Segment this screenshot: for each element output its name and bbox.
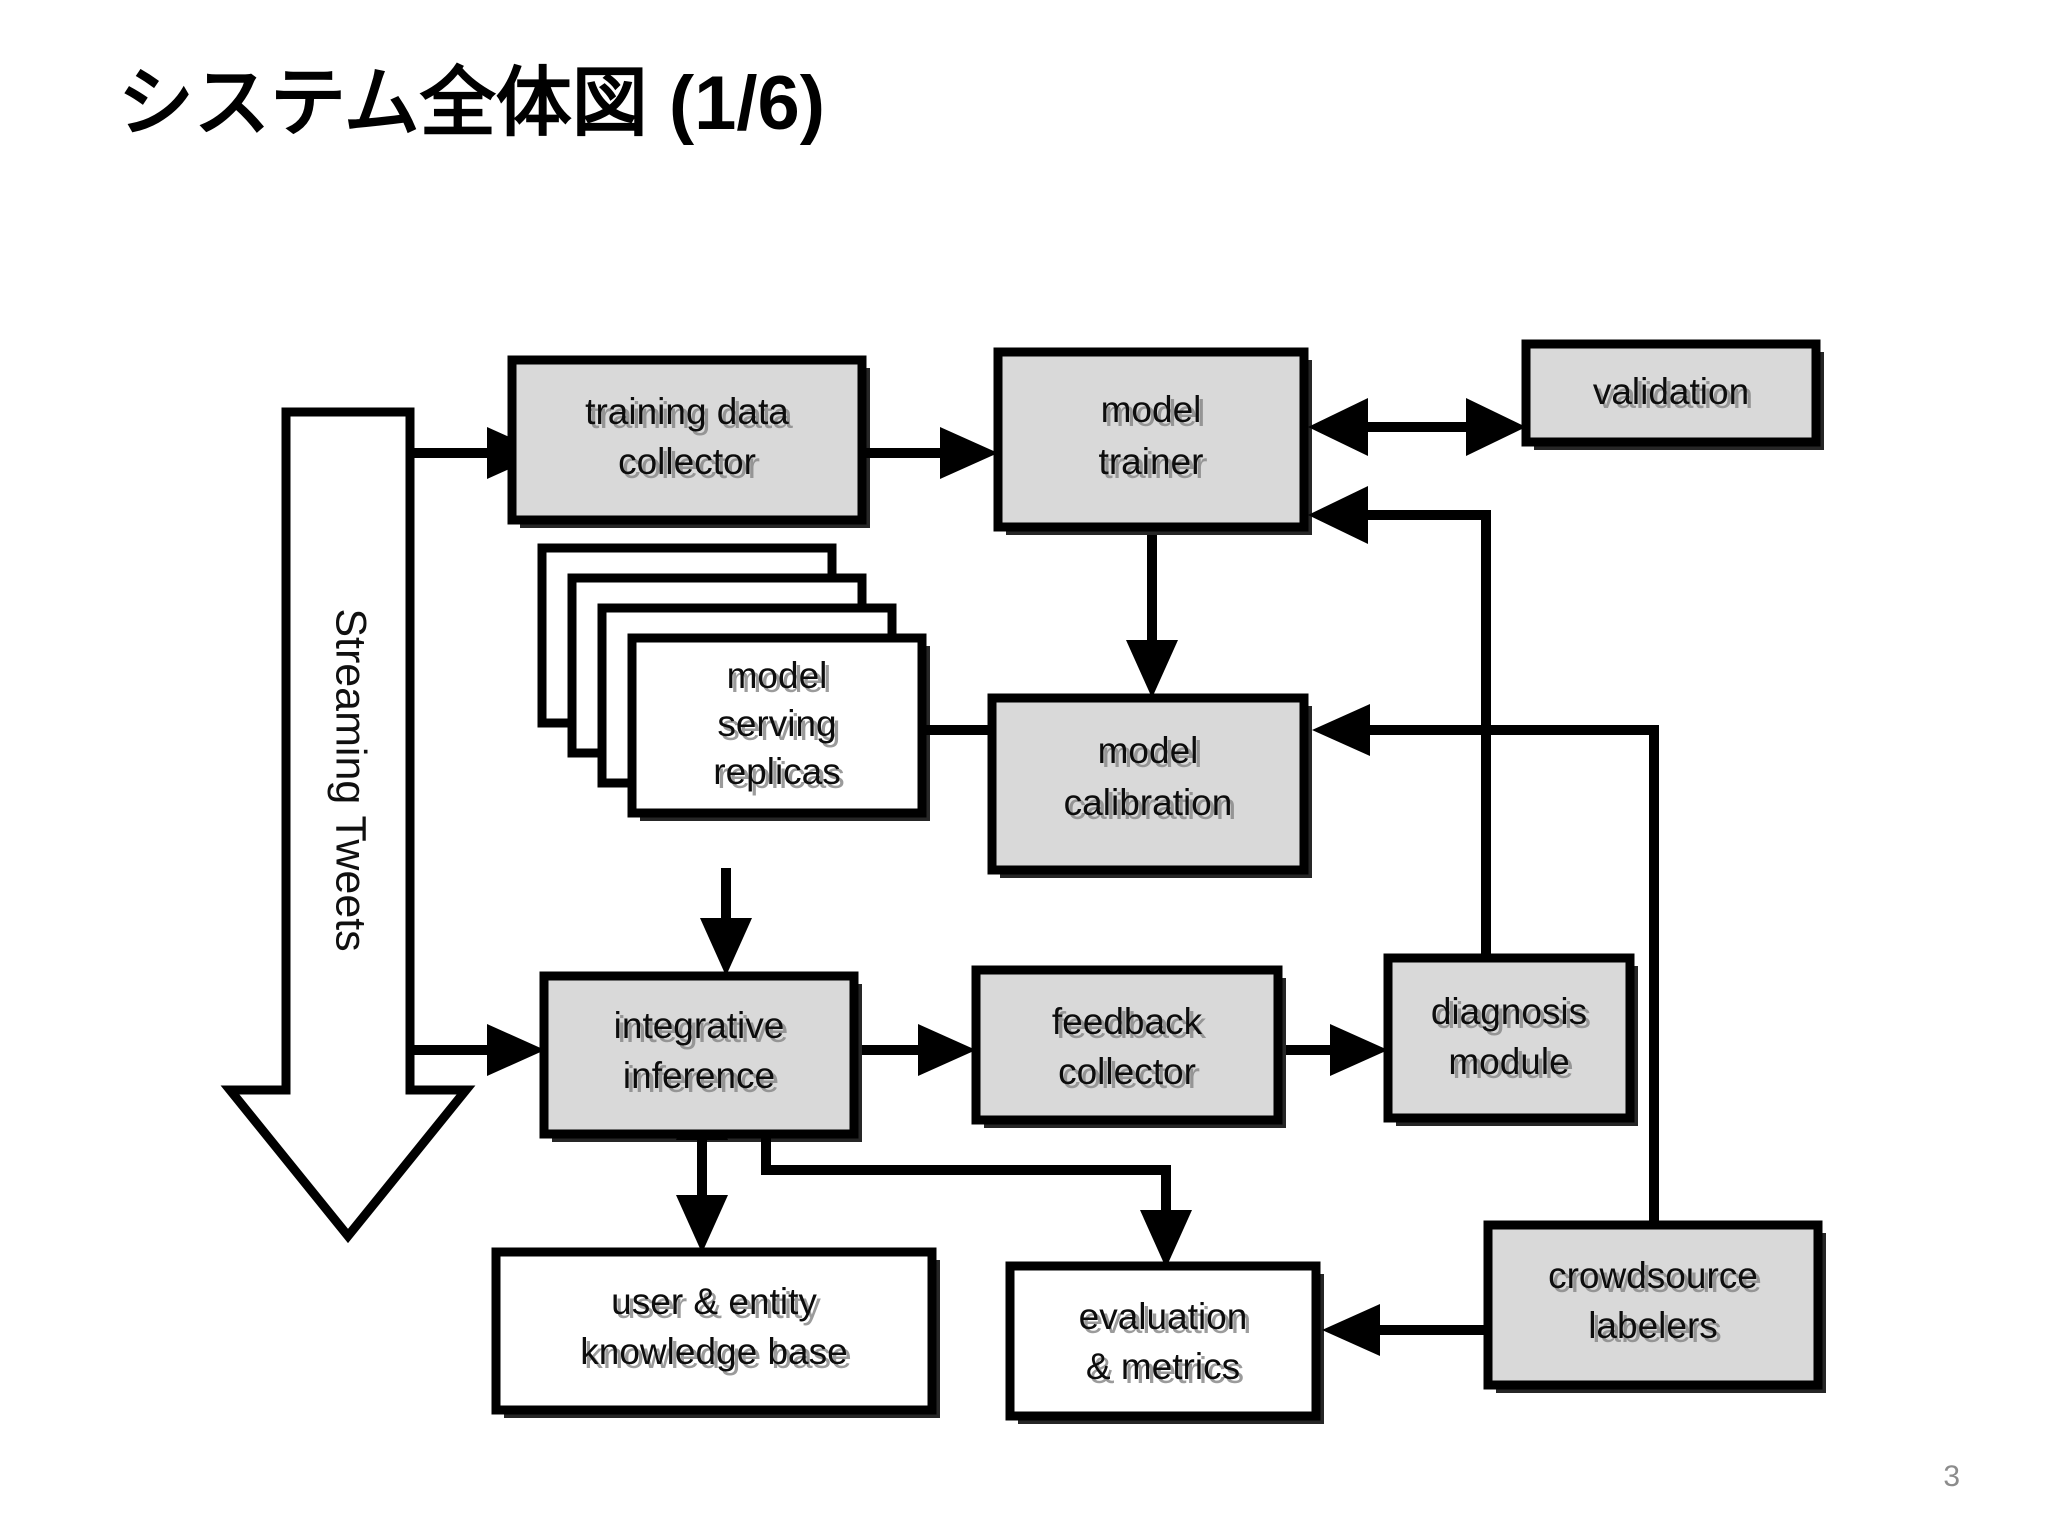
feedback-collector-shadow-line2: collector	[1062, 1055, 1200, 1096]
user-entity-knowledge-base-label-line2: knowledge base	[580, 1331, 847, 1372]
training-data-collector-label-line2: collector	[618, 441, 756, 482]
node-model-calibration[interactable]: model model calibration calibration	[987, 693, 1312, 878]
integrative-inference-shadow-line1: integrative	[618, 1009, 789, 1050]
node-evaluation-metrics[interactable]: evaluation evaluation & metrics & metric…	[1005, 1261, 1324, 1424]
model-calibration-shadow-line1: model	[1102, 734, 1203, 775]
training-data-collector-label-line1: training data	[585, 391, 789, 432]
feedback-collector-label-line2: collector	[1058, 1051, 1196, 1092]
model-calibration-label-line1: model	[1098, 730, 1199, 771]
node-diagnosis-module[interactable]: diagnosis diagnosis module module	[1383, 953, 1638, 1126]
model-serving-replicas-label-line3: replicas	[713, 751, 841, 792]
crowdsource-labelers-label-line1: crowdsource	[1548, 1255, 1758, 1296]
crowdsource-labelers-shadow-line2: labelers	[1592, 1309, 1722, 1350]
model-serving-replicas-shadow-line1: model	[731, 659, 832, 700]
model-trainer-label-line2: trainer	[1099, 441, 1204, 482]
node-model-trainer[interactable]: model model trainer trainer	[993, 347, 1312, 535]
validation-label-line1: validation	[1593, 371, 1749, 412]
evaluation-metrics-shadow-line1: evaluation	[1083, 1300, 1252, 1341]
model-serving-replicas-label-line1: model	[727, 655, 828, 696]
integrative-inference-label-line1: integrative	[614, 1005, 785, 1046]
validation-shadow-line1: validation	[1597, 375, 1753, 416]
streaming-tweets-arrow: Streaming Tweets	[220, 407, 476, 1244]
feedback-collector-shadow-line1: feedback	[1056, 1005, 1207, 1046]
training-data-collector-shadow-line1: training data	[589, 395, 793, 436]
node-validation[interactable]: validation validation	[1521, 339, 1824, 450]
evaluation-metrics-shadow-line2: & metrics	[1090, 1350, 1244, 1391]
diagnosis-module-shadow-line1: diagnosis	[1435, 995, 1591, 1036]
node-user-entity-knowledge-base[interactable]: user & entity user & entity knowledge ba…	[491, 1247, 940, 1418]
feedback-collector-label-line1: feedback	[1052, 1001, 1203, 1042]
system-architecture-diagram: Streaming Tweets	[0, 330, 2048, 1430]
node-training-data-collector[interactable]: training data training data collector co…	[507, 355, 870, 528]
model-serving-replicas-label-line2: serving	[717, 703, 836, 744]
crowdsource-labelers-label-line2: labelers	[1588, 1305, 1718, 1346]
streaming-tweets-label: Streaming Tweets	[327, 608, 375, 951]
node-model-serving-replicas[interactable]: model model serving serving replicas rep…	[537, 543, 930, 821]
integrative-inference-shadow-line2: inference	[627, 1059, 779, 1100]
training-data-collector-shadow-line2: collector	[622, 445, 760, 486]
model-calibration-label-line2: calibration	[1064, 782, 1233, 823]
node-feedback-collector[interactable]: feedback feedback collector collector	[971, 965, 1286, 1128]
evaluation-metrics-label-line2: & metrics	[1086, 1346, 1240, 1387]
model-trainer-label-line1: model	[1101, 389, 1202, 430]
model-trainer-shadow-line1: model	[1105, 393, 1206, 434]
page-title: システム全体図 (1/6)	[118, 61, 826, 146]
diagnosis-module-shadow-line2: module	[1452, 1045, 1573, 1086]
slide-page-number: 3	[1943, 1460, 1960, 1493]
model-serving-replicas-shadow-line2: serving	[721, 707, 840, 748]
user-entity-knowledge-base-label-line1: user & entity	[611, 1281, 817, 1322]
user-entity-knowledge-base-shadow-line2: knowledge base	[584, 1335, 851, 1376]
user-entity-knowledge-base-shadow-line1: user & entity	[615, 1285, 821, 1326]
diagnosis-module-label-line2: module	[1448, 1041, 1569, 1082]
diagnosis-module-label-line1: diagnosis	[1431, 991, 1587, 1032]
crowdsource-labelers-shadow-line1: crowdsource	[1552, 1259, 1762, 1300]
node-crowdsource-labelers[interactable]: crowdsource crowdsource labelers labeler…	[1483, 1220, 1826, 1393]
model-trainer-shadow-line2: trainer	[1103, 445, 1208, 486]
model-calibration-shadow-line2: calibration	[1068, 786, 1237, 827]
node-integrative-inference[interactable]: integrative integrative inference infere…	[539, 971, 862, 1142]
integrative-inference-label-line2: inference	[623, 1055, 775, 1096]
model-serving-replicas-shadow-line3: replicas	[717, 755, 845, 796]
evaluation-metrics-label-line1: evaluation	[1079, 1296, 1248, 1337]
